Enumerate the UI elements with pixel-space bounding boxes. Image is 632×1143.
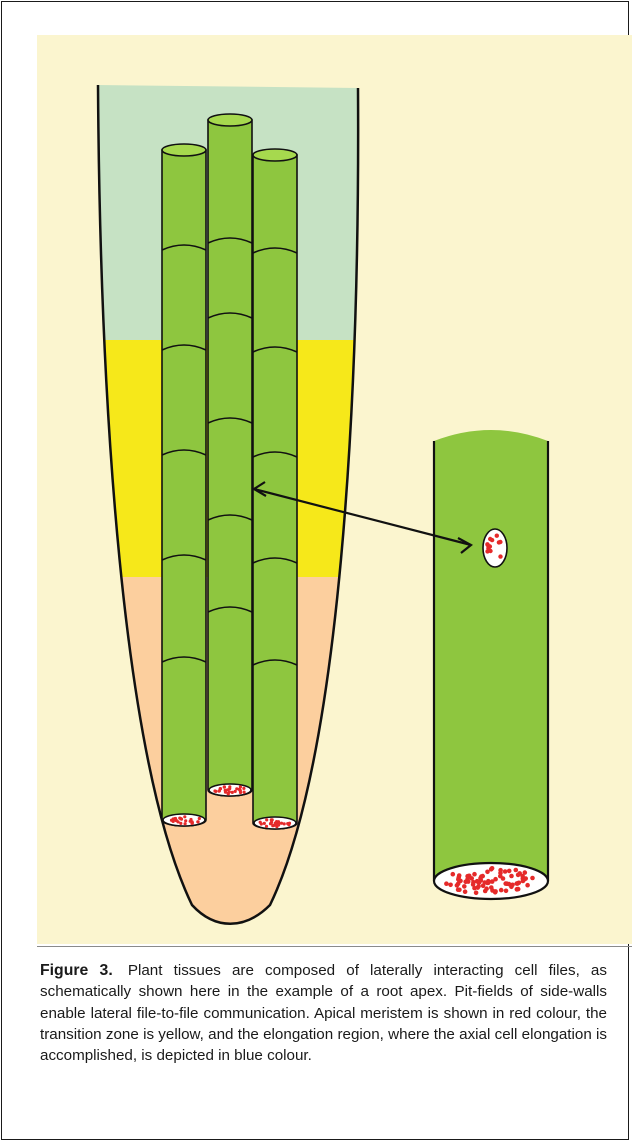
- cell-files: [162, 114, 297, 829]
- pit-dot: [197, 820, 200, 823]
- pit-dot: [265, 818, 268, 821]
- pit-dot: [525, 883, 530, 888]
- pit-dot: [213, 789, 216, 792]
- pit-dot: [515, 881, 520, 886]
- pit-dot: [481, 884, 486, 889]
- pit-dot: [286, 822, 289, 825]
- pit-dot: [516, 873, 521, 878]
- pit-dot: [486, 879, 491, 884]
- figure-caption: Figure 3. Plant tissues are composed of …: [40, 960, 607, 1066]
- pit-dot: [269, 822, 272, 825]
- pit-dot: [490, 866, 495, 871]
- pit-dot: [191, 821, 194, 824]
- pit-dot: [283, 822, 286, 825]
- pit-dot: [271, 818, 274, 821]
- pit-dot: [183, 815, 186, 818]
- pit-dot: [463, 880, 468, 885]
- pit-dot: [475, 885, 480, 890]
- pit-dot: [455, 883, 460, 888]
- pit-dot: [228, 785, 231, 788]
- pit-dot: [456, 877, 461, 882]
- pit-dot: [485, 542, 489, 546]
- pit-dot: [509, 874, 514, 879]
- pit-dot: [495, 534, 499, 538]
- pit-dot: [488, 537, 492, 541]
- pit-dot: [265, 825, 268, 828]
- pit-dot: [515, 887, 520, 892]
- pit-dot: [198, 817, 201, 820]
- cell-file-top: [208, 114, 252, 126]
- pit-dot: [507, 869, 512, 874]
- pit-dot: [235, 787, 238, 790]
- pit-dot: [463, 889, 468, 894]
- pit-dot: [498, 868, 503, 873]
- pit-dot: [474, 891, 479, 896]
- pit-dot: [223, 785, 226, 788]
- pit-dot: [243, 791, 246, 794]
- pit-dot: [444, 881, 449, 886]
- pit-dot: [260, 822, 263, 825]
- pit-dot: [174, 817, 177, 820]
- pit-dot: [239, 791, 242, 794]
- pit-dot: [501, 876, 506, 881]
- pit-dot: [510, 883, 515, 888]
- cell-file: [253, 149, 297, 829]
- pit-dot: [462, 884, 467, 889]
- caption-text: Plant tissues are composed of laterally …: [40, 962, 607, 1064]
- pit-dot: [227, 792, 230, 795]
- pit-dot: [179, 822, 182, 825]
- pit-dot: [184, 822, 187, 825]
- caption-label: Figure 3.: [40, 962, 113, 979]
- pit-dot: [277, 823, 280, 826]
- cell-file: [162, 144, 206, 826]
- pit-dot: [503, 881, 508, 886]
- pit-dot: [448, 883, 453, 888]
- pit-dot: [184, 819, 187, 822]
- pit-dot: [485, 870, 490, 875]
- pit-dot: [219, 787, 222, 790]
- pit-dot: [469, 876, 474, 881]
- pit-dot: [478, 876, 483, 881]
- pit-dot: [503, 869, 508, 874]
- pit-dot: [457, 873, 462, 878]
- pit-dot: [486, 546, 490, 550]
- pit-dot: [263, 822, 266, 825]
- pit-dot: [231, 791, 234, 794]
- pit-dot: [497, 540, 501, 544]
- root-apex-diagram: [0, 0, 632, 950]
- pit-dot: [239, 785, 242, 788]
- caption-divider: [37, 946, 632, 947]
- pit-dot: [530, 876, 535, 881]
- pit-dot: [451, 872, 456, 877]
- pit-dot: [504, 889, 509, 894]
- pit-dot: [499, 888, 504, 893]
- pit-dot: [521, 879, 526, 884]
- pit-dot: [490, 879, 495, 884]
- pit-dot: [498, 554, 502, 558]
- pit-dot: [457, 888, 462, 893]
- pit-dot: [483, 889, 488, 894]
- cell-file-top: [253, 149, 297, 161]
- pit-dot: [272, 824, 275, 827]
- cell-file-body: [162, 150, 206, 826]
- pit-dot: [472, 872, 477, 877]
- pit-dot: [224, 791, 227, 794]
- cell-file-body: [208, 120, 252, 796]
- pit-dot: [189, 818, 192, 821]
- pit-dot: [242, 787, 245, 790]
- cell-file-top: [162, 144, 206, 156]
- pit-dot: [280, 822, 283, 825]
- pit-dot: [490, 888, 495, 893]
- pit-dot: [178, 817, 181, 820]
- enlarged-cell: [434, 430, 548, 899]
- cell-file: [208, 114, 252, 796]
- pit-dot: [514, 868, 519, 873]
- enlarged-cell-body: [434, 430, 548, 881]
